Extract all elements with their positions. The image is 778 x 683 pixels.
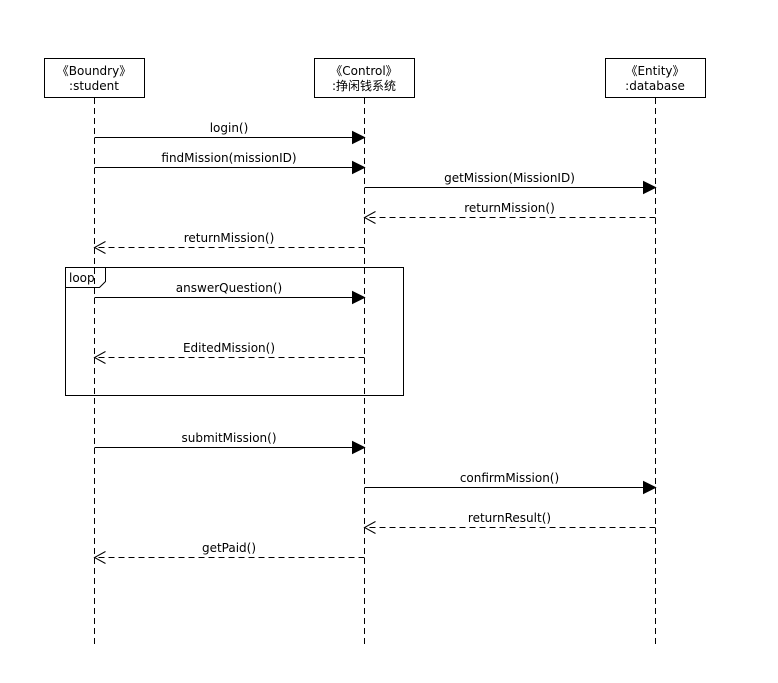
filled-arrowhead xyxy=(643,180,657,195)
message-label: getMission(MissionID) xyxy=(444,171,575,185)
message-1: findMission(missionID) xyxy=(94,151,366,175)
message-label: answerQuestion() xyxy=(176,281,282,295)
filled-arrowhead xyxy=(643,480,657,495)
message-label: confirmMission() xyxy=(460,471,559,485)
message-label: EditedMission() xyxy=(183,341,275,355)
message-6: EditedMission() xyxy=(93,341,365,364)
filled-arrowhead xyxy=(352,440,366,455)
message-label: returnResult() xyxy=(468,511,551,525)
loop-fragment: loop xyxy=(65,267,404,396)
message-3: returnMission() xyxy=(363,201,656,224)
message-label: returnMission() xyxy=(464,201,555,215)
fragment-tab xyxy=(65,267,106,288)
message-0: login() xyxy=(94,121,366,145)
filled-arrowhead xyxy=(352,290,366,305)
filled-arrowhead xyxy=(352,160,366,175)
participant-stereotype: 《Entity》 xyxy=(625,64,684,78)
message-label: submitMission() xyxy=(181,431,276,445)
fragment-label: loop xyxy=(69,271,95,285)
message-9: returnResult() xyxy=(363,511,656,534)
message-label: getPaid() xyxy=(202,541,256,555)
message-5: answerQuestion() xyxy=(94,281,366,305)
filled-arrowhead xyxy=(352,130,366,145)
open-arrowhead xyxy=(93,351,106,364)
message-label: returnMission() xyxy=(184,231,275,245)
message-2: getMission(MissionID) xyxy=(364,171,657,195)
message-label: findMission(missionID) xyxy=(161,151,296,165)
open-arrowhead xyxy=(363,521,376,534)
open-arrowhead xyxy=(363,211,376,224)
participant-stereotype: 《Boundry》 xyxy=(57,64,131,78)
fragment-frame xyxy=(65,267,404,396)
message-label: login() xyxy=(210,121,249,135)
participant-name: :student xyxy=(69,79,119,93)
open-arrowhead xyxy=(93,551,106,564)
participant-stereotype: 《Control》 xyxy=(330,64,397,78)
participant-0: 《Boundry》:student xyxy=(44,58,145,98)
participant-box xyxy=(44,58,145,98)
participant-1: 《Control》:挣闲钱系统 xyxy=(314,58,415,98)
participant-box xyxy=(605,58,706,98)
participant-name: :database xyxy=(625,79,685,93)
open-arrowhead xyxy=(93,241,106,254)
message-4: returnMission() xyxy=(93,231,365,254)
message-7: submitMission() xyxy=(94,431,366,455)
message-8: confirmMission() xyxy=(364,471,657,495)
message-10: getPaid() xyxy=(93,541,365,564)
participant-box xyxy=(314,58,415,98)
participant-name: :挣闲钱系统 xyxy=(332,78,396,93)
participant-2: 《Entity》:database xyxy=(605,58,706,98)
